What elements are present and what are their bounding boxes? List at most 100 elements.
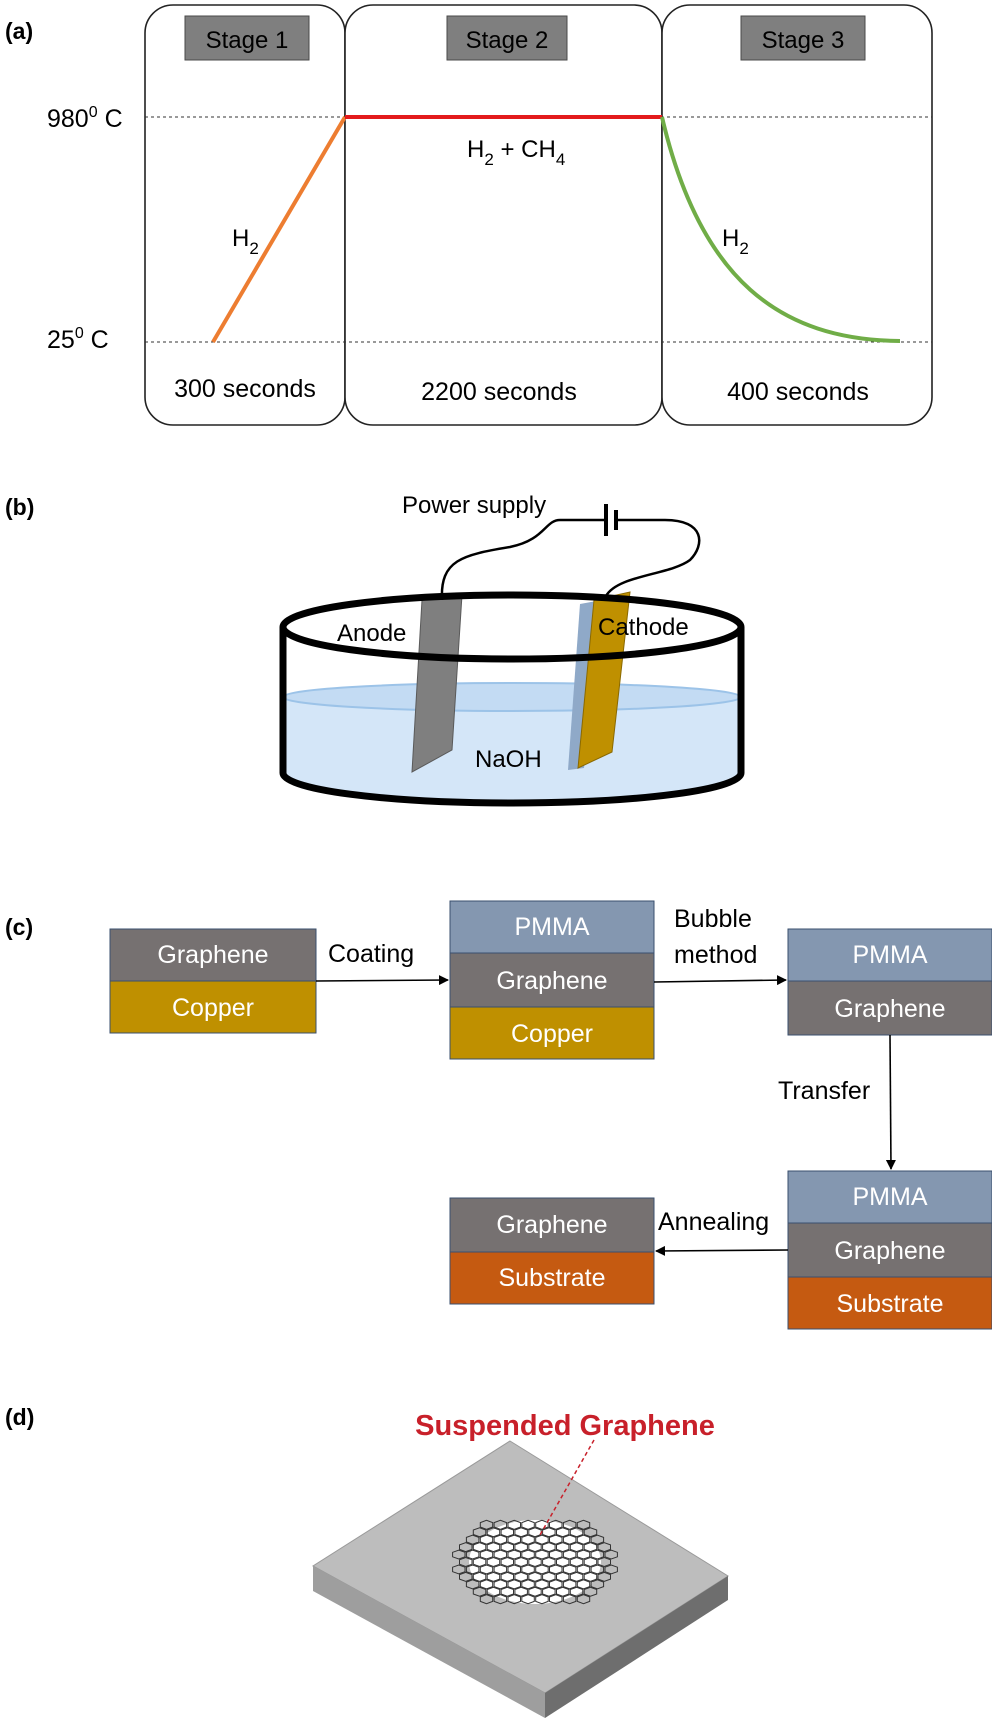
- lattice-hexagon: [576, 1519, 591, 1530]
- lattice-hexagon: [583, 1542, 598, 1553]
- stage-2-label: Stage 2: [466, 27, 549, 54]
- lattice-hexagon: [562, 1549, 577, 1560]
- lattice-hexagon: [493, 1549, 508, 1560]
- stack-3-graphene-label: Graphene: [834, 995, 945, 1023]
- lattice-hexagon: [479, 1564, 494, 1575]
- lattice-hexagon: [590, 1564, 605, 1575]
- lattice-hexagon: [521, 1519, 535, 1530]
- lattice-hexagon: [556, 1556, 570, 1568]
- lattice-hexagon: [493, 1594, 508, 1605]
- lattice-hexagon: [514, 1571, 528, 1582]
- lattice-hexagon: [583, 1571, 598, 1582]
- lattice-hexagon: [556, 1586, 570, 1597]
- stage-3-label: Stage 3: [762, 27, 845, 54]
- lattice-hexagon: [486, 1571, 501, 1582]
- lattice-hexagon: [493, 1564, 508, 1575]
- lattice-hexagon: [521, 1549, 535, 1560]
- stack-4-graphene-label: Graphene: [834, 1237, 945, 1265]
- lattice-hexagon: [562, 1594, 577, 1605]
- lattice-hexagon: [576, 1594, 591, 1605]
- temp-low-label: 250 C: [47, 325, 109, 354]
- lattice-hexagon: [465, 1564, 480, 1575]
- temp-high-label: 9800 C: [47, 104, 123, 133]
- lattice-hexagon: [465, 1549, 480, 1560]
- stack-5-substrate-label: Substrate: [498, 1264, 605, 1292]
- suspended-graphene-label: Suspended Graphene: [415, 1410, 715, 1442]
- lattice-hexagon: [459, 1542, 473, 1553]
- lattice-hexagon: [500, 1556, 514, 1568]
- lattice-hexagon: [535, 1519, 549, 1530]
- lattice-hexagon: [514, 1586, 528, 1597]
- transfer-label: Transfer: [778, 1077, 870, 1105]
- lattice-hexagon: [535, 1579, 549, 1590]
- power-supply-label: Power supply: [402, 492, 546, 519]
- lattice-hexagon: [521, 1534, 535, 1545]
- lattice-hexagon: [514, 1542, 528, 1553]
- substrate-left-side: [313, 1566, 545, 1718]
- lattice-hexagon: [507, 1519, 521, 1530]
- lattice-hexagon: [507, 1594, 521, 1605]
- lattice-hexagon: [528, 1556, 542, 1568]
- lattice-hexagon: [459, 1571, 473, 1582]
- stack-2-graphene-label: Graphene: [496, 967, 607, 995]
- lattice-hexagon: [535, 1534, 549, 1545]
- lattice-hexagon: [528, 1586, 542, 1597]
- lattice-hexagon: [597, 1556, 611, 1568]
- lattice-hexagon: [521, 1579, 535, 1590]
- lattice-hexagon: [528, 1571, 542, 1582]
- stage-3-duration: 400 seconds: [727, 378, 869, 406]
- naoh-solution: [283, 697, 742, 804]
- lattice-hexagon: [507, 1579, 521, 1590]
- anode-label: Anode: [337, 620, 406, 647]
- lattice-hexagon: [521, 1564, 535, 1575]
- cathode-plate: [577, 591, 631, 769]
- lattice-hexagon: [472, 1571, 487, 1582]
- stage-2-duration: 2200 seconds: [421, 378, 577, 406]
- lattice-hexagon: [549, 1519, 563, 1530]
- bubble-label-line1: Bubble: [674, 905, 752, 933]
- lattice-hexagon: [500, 1586, 514, 1597]
- stack-4-substrate-label: Substrate: [836, 1290, 943, 1318]
- lattice-hexagon: [542, 1542, 556, 1553]
- lattice-hexagon: [590, 1534, 605, 1545]
- lattice-hexagon: [486, 1527, 501, 1538]
- stage-2-gas-label: H2 + CH4: [467, 136, 565, 169]
- bath-bottom: [279, 772, 745, 807]
- lattice-hexagon: [452, 1564, 466, 1575]
- lattice-hexagon: [479, 1519, 494, 1530]
- lattice-hexagon: [535, 1594, 549, 1605]
- lattice-hexagon: [583, 1556, 598, 1568]
- stage-2-box: [344, 4, 663, 426]
- graphene-lattice: [452, 1519, 618, 1605]
- lattice-hexagon: [576, 1534, 591, 1545]
- lattice-hexagon: [472, 1586, 487, 1597]
- lattice-hexagon: [486, 1586, 501, 1597]
- stage-1-header: [184, 15, 310, 61]
- lattice-hexagon: [479, 1534, 494, 1545]
- stage-1-box: [144, 4, 346, 426]
- lattice-hexagon: [507, 1549, 521, 1560]
- lattice-hexagon: [514, 1556, 528, 1568]
- lattice-hexagon: [583, 1527, 598, 1538]
- lattice-hexagon: [514, 1527, 528, 1538]
- lattice-hexagon: [590, 1549, 605, 1560]
- lattice-hexagon: [604, 1549, 618, 1560]
- lattice-hexagon: [549, 1594, 563, 1605]
- panel-label-d: (d): [5, 1404, 34, 1430]
- stage-1-label: Stage 1: [206, 27, 289, 54]
- stack-1-graphene-label: Graphene: [157, 941, 268, 969]
- coating-arrow: [315, 975, 449, 986]
- coating-label: Coating: [328, 940, 414, 968]
- lattice-hexagon: [452, 1549, 466, 1560]
- lattice-hexagon: [500, 1542, 514, 1553]
- lattice-hexagon: [465, 1579, 480, 1590]
- stage-3-box: [661, 4, 933, 426]
- cathode-label: Cathode: [598, 614, 689, 641]
- stack-2-copper-label: Copper: [511, 1020, 593, 1048]
- lattice-hexagon: [556, 1571, 570, 1582]
- lattice-hexagon: [521, 1594, 535, 1605]
- heating-ramp-line: [211, 115, 347, 344]
- anode-wire: [440, 518, 604, 601]
- lattice-hexagon: [562, 1564, 577, 1575]
- lattice-hexagon: [549, 1564, 563, 1575]
